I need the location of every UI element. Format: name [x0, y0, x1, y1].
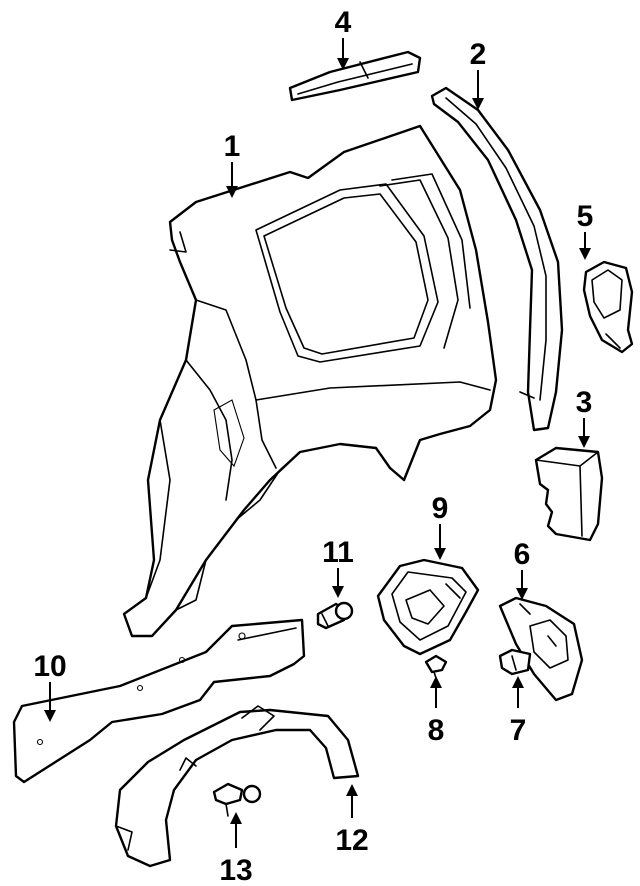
- callout-11: 11: [322, 536, 354, 569]
- callout-2: 2: [470, 38, 487, 71]
- callout-5: 5: [577, 200, 594, 233]
- part-13-bolt[interactable]: [212, 782, 262, 817]
- part-11-fastener[interactable]: [316, 601, 354, 630]
- part-2-pillar-trim[interactable]: [430, 86, 564, 432]
- leader-lines: [44, 38, 591, 848]
- callout-12: 12: [335, 824, 368, 857]
- part-9-fuel-door-housing[interactable]: [376, 558, 480, 656]
- callout-labels: 4 2 1 5 3 9 11 6 8 7 10 12 13: [33, 6, 593, 886]
- part-4-roof-rail-trim[interactable]: [288, 50, 422, 102]
- part-10-splash-shield[interactable]: [12, 618, 306, 784]
- callout-7: 7: [510, 714, 527, 747]
- part-7-clip[interactable]: [498, 648, 532, 676]
- callout-10: 10: [33, 650, 66, 683]
- callout-1: 1: [224, 130, 241, 163]
- callout-9: 9: [432, 492, 449, 525]
- callout-3: 3: [576, 386, 593, 419]
- callout-13: 13: [219, 854, 252, 886]
- part-5-cover[interactable]: [582, 260, 634, 354]
- callout-6: 6: [514, 538, 531, 571]
- part-12-wheel-liner[interactable]: [114, 705, 360, 868]
- part-3-bracket[interactable]: [534, 446, 604, 542]
- callout-4: 4: [335, 6, 352, 39]
- callout-8: 8: [428, 714, 445, 747]
- part-1-quarter-panel[interactable]: [122, 124, 498, 638]
